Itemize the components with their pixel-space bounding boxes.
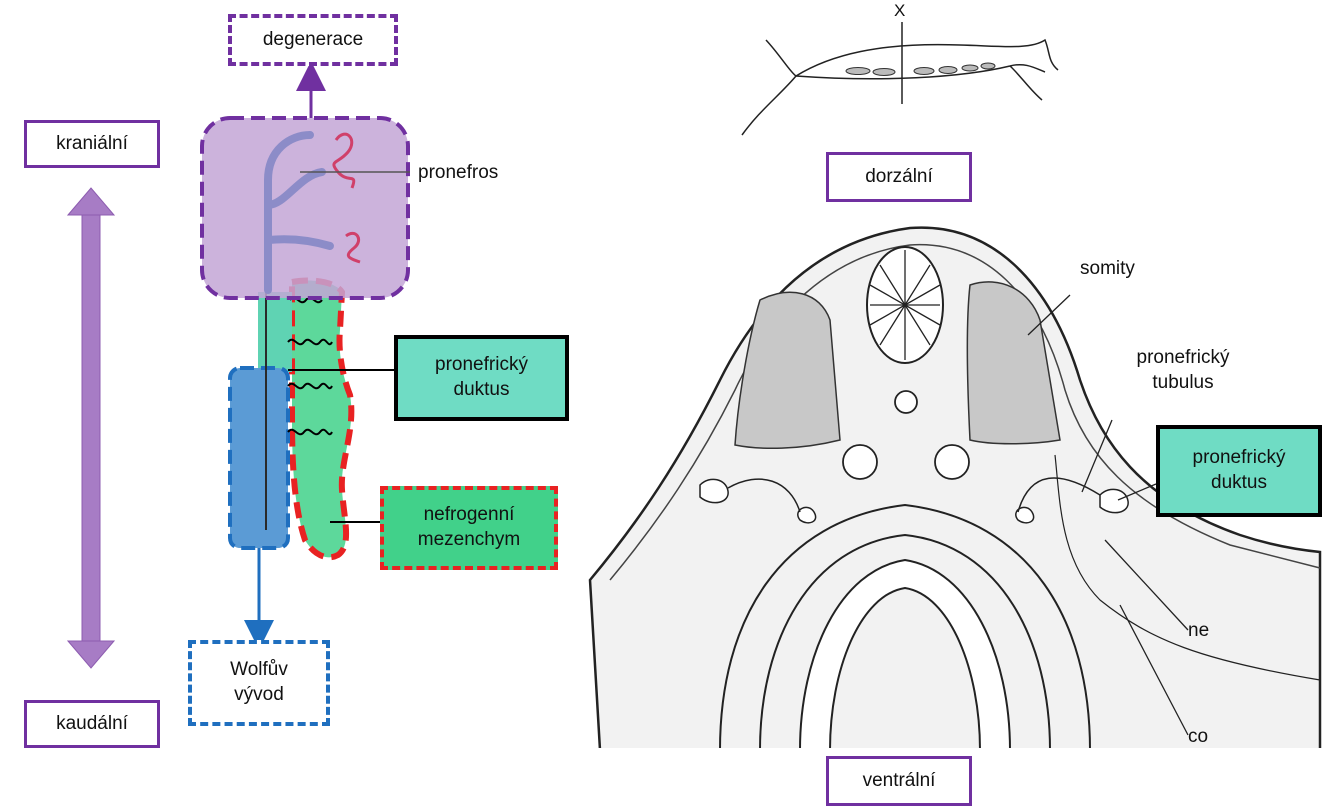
degeneration-label: degenerace <box>228 14 398 66</box>
pronephros-label: pronefros <box>418 158 538 188</box>
somite-row <box>846 63 995 76</box>
whole-embryo-sketch <box>742 22 1058 135</box>
cut-label-co: co <box>1188 724 1228 750</box>
section-mark-x: X <box>894 0 918 22</box>
cranial-label: kraniální <box>24 120 160 168</box>
wolffian-duct-block <box>230 368 288 548</box>
cut-label-ne: ne <box>1188 618 1228 644</box>
pronephric-duct-label-right: pronefrický duktus <box>1156 425 1322 517</box>
nephrogenic-mesenchyme-label: nefrogenní mezenchym <box>380 486 558 570</box>
pronephric-duct-strip <box>258 292 292 372</box>
dorsal-label: dorzální <box>826 152 972 202</box>
pronephric-tubule-label: pronefrický tubulus <box>1118 338 1248 404</box>
caudal-label: kaudální <box>24 700 160 748</box>
pronephros-region <box>202 118 408 298</box>
cranio-caudal-axis-arrow <box>68 188 114 668</box>
somites-label: somity <box>1080 256 1170 282</box>
wolffian-duct-label: Wolfův vývod <box>188 640 330 726</box>
pronephric-duct-label-left: pronefrický duktus <box>394 335 569 421</box>
cross-section-drawing <box>580 228 1322 809</box>
ventral-label: ventrální <box>826 756 972 806</box>
